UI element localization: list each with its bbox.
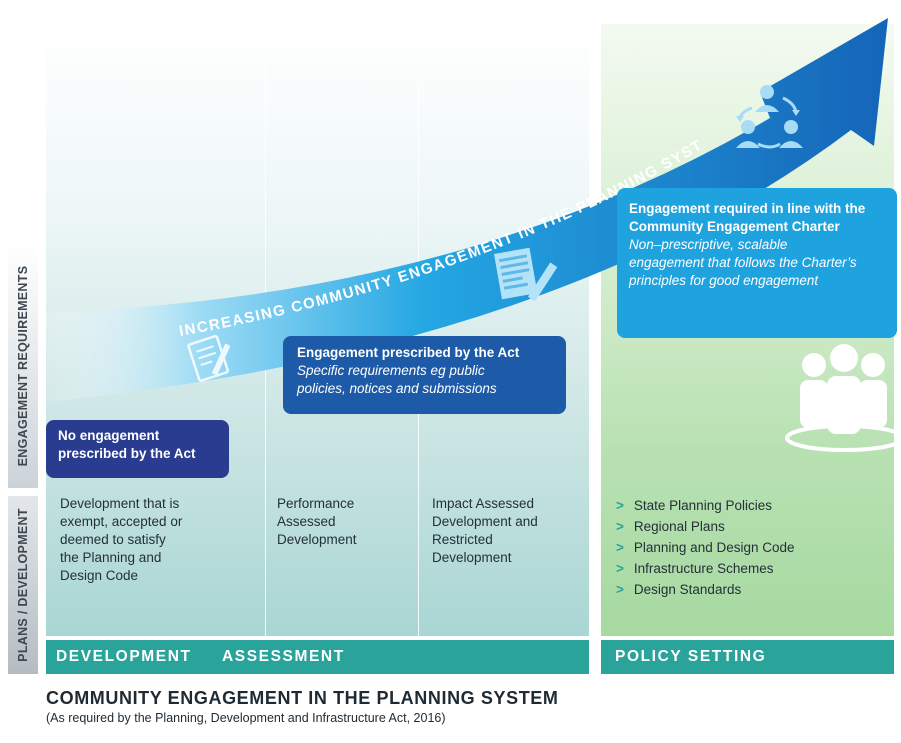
policy-setting-bar: POLICY SETTING — [601, 640, 894, 674]
engagement-charter-title: Engagement required in line with the Com… — [629, 201, 866, 234]
assessment-label: ASSESSMENT — [222, 648, 345, 665]
people-group-icon — [785, 344, 901, 452]
list-item: > Regional Plans — [616, 516, 886, 537]
list-item-label: State Planning Policies — [633, 498, 772, 513]
chevron-right-icon: > — [616, 540, 624, 555]
list-item-label: Regional Plans — [633, 519, 725, 534]
engagement-arrow — [46, 18, 888, 402]
page-subtitle: (As required by the Planning, Developmen… — [46, 711, 446, 725]
engagement-requirements-label: ENGAGEMENT REQUIREMENTS — [16, 265, 30, 467]
list-item: > Planning and Design Code — [616, 537, 886, 558]
engagement-requirements-label-bar: ENGAGEMENT REQUIREMENTS — [8, 244, 38, 488]
list-item: > Infrastructure Schemes — [616, 558, 886, 579]
engagement-charter-box: Engagement required in line with the Com… — [617, 188, 897, 338]
collaboration-icon — [736, 85, 803, 149]
chevron-right-icon: > — [616, 498, 624, 513]
chevron-right-icon: > — [616, 519, 624, 534]
policy-list: > State Planning Policies > Regional Plans… — [616, 495, 886, 600]
plans-development-label-bar: PLANS / DEVELOPMENT — [8, 496, 38, 674]
chevron-right-icon: > — [616, 561, 624, 576]
no-engagement-box: No engagement prescribed by the Act — [46, 420, 229, 478]
list-item: > State Planning Policies — [616, 495, 886, 516]
development-assessment-bar: DEVELOPMENT ASSESSMENT — [46, 640, 589, 674]
chevron-right-icon: > — [616, 582, 624, 597]
engagement-prescribed-title: Engagement prescribed by the Act — [297, 345, 520, 360]
development-label: DEVELOPMENT — [56, 648, 192, 665]
performance-assessed-text: Performance Assessed Development — [277, 496, 357, 547]
engagement-prescribed-box: Engagement prescribed by the Act Specifi… — [283, 336, 566, 414]
list-item-label: Planning and Design Code — [633, 540, 795, 555]
exempt-development-text: Development that is exempt, accepted or … — [60, 496, 183, 583]
list-item: > Design Standards — [616, 579, 886, 600]
document-icon — [493, 247, 558, 302]
policy-setting-label: POLICY SETTING — [615, 648, 767, 665]
list-item-label: Design Standards — [633, 582, 742, 597]
plans-development-label: PLANS / DEVELOPMENT — [16, 508, 30, 662]
form-icon — [187, 334, 231, 382]
arrow-label: INCREASING COMMUNITY ENGAGEMENT IN THE P… — [0, 0, 706, 340]
list-item-label: Infrastructure Schemes — [633, 561, 774, 576]
engagement-charter-subtitle: Non–prescriptive, scalable engagement th… — [629, 237, 857, 288]
page-title: COMMUNITY ENGAGEMENT IN THE PLANNING SYS… — [46, 688, 559, 708]
engagement-prescribed-subtitle: Specific requirements eg public policies… — [297, 363, 497, 396]
no-engagement-title: No engagement prescribed by the Act — [58, 428, 196, 461]
impact-assessed-text: Impact Assessed Development and Restrict… — [432, 496, 538, 565]
